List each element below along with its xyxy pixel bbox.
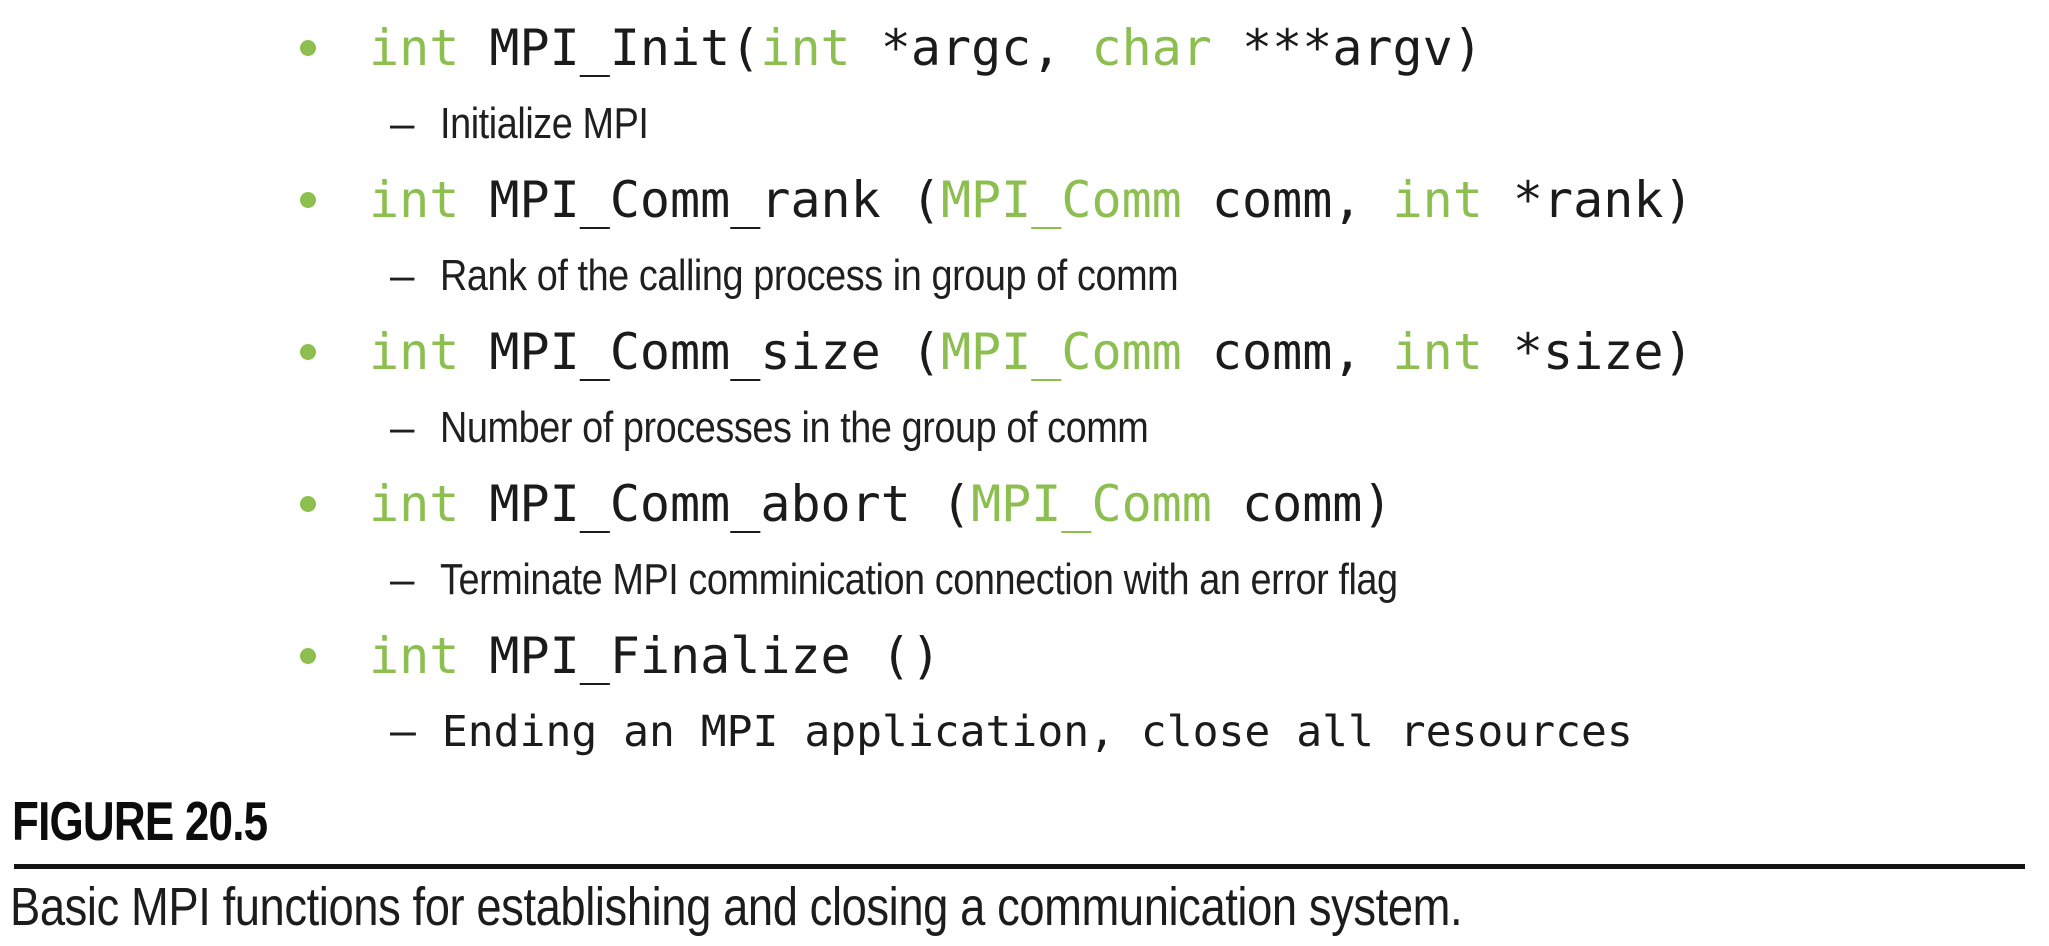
description-line: – Initialize MPI <box>0 86 2049 162</box>
code-text: int MPI_Init(int *argc, char ***argv) <box>369 23 1483 73</box>
code-segment: *size) <box>1482 323 1694 381</box>
description-line: – Ending an MPI application, close all r… <box>0 694 2049 770</box>
description-line: – Number of processes in the group of co… <box>0 390 2049 466</box>
dash-icon: – <box>390 251 415 300</box>
description-line: – Terminate MPI comminication connection… <box>0 542 2049 618</box>
code-keyword-segment: int <box>1392 171 1483 229</box>
code-keyword-segment: int <box>369 475 460 533</box>
code-segment: *rank) <box>1482 171 1694 229</box>
code-segment: MPI_Finalize () <box>459 627 941 685</box>
code-keyword-segment: MPI_Comm <box>940 171 1182 229</box>
code-keyword-segment: int <box>369 627 460 685</box>
code-segment: MPI_Comm_abort ( <box>459 475 972 533</box>
code-keyword-segment: int <box>369 323 460 381</box>
figure-label: FIGURE 20.5 <box>12 790 268 852</box>
code-line: int MPI_Comm_size (MPI_Comm comm, int *s… <box>0 314 2049 390</box>
dash-icon: – <box>390 706 416 757</box>
description-line: – Rank of the calling process in group o… <box>0 238 2049 314</box>
code-segment: ***argv) <box>1211 19 1483 77</box>
code-segment: comm) <box>1211 475 1393 533</box>
description-text: Initialize MPI <box>440 99 649 148</box>
code-text: int MPI_Comm_abort (MPI_Comm comm) <box>369 479 1393 529</box>
code-segment: comm, <box>1181 323 1393 381</box>
bullet-icon <box>300 344 316 360</box>
code-segment: MPI_Init( <box>459 19 761 77</box>
description-text: Rank of the calling process in group of … <box>440 251 1179 300</box>
dash-icon: – <box>390 403 415 452</box>
bullet-list: int MPI_Init(int *argc, char ***argv) – … <box>0 10 2049 770</box>
code-segment: MPI_Comm_rank ( <box>459 171 941 229</box>
figure-rule-divider <box>14 864 2025 869</box>
code-keyword-segment: char <box>1091 19 1212 77</box>
bullet-icon <box>300 496 316 512</box>
code-text: int MPI_Finalize () <box>369 631 941 681</box>
code-text: int MPI_Comm_size (MPI_Comm comm, int *s… <box>369 327 1694 377</box>
code-segment: comm, <box>1181 171 1393 229</box>
code-segment: MPI_Comm_size ( <box>459 323 941 381</box>
bullet-icon <box>300 40 316 56</box>
code-line: int MPI_Comm_rank (MPI_Comm comm, int *r… <box>0 162 2049 238</box>
code-keyword-segment: int <box>369 19 460 77</box>
description-text: Terminate MPI comminication connection w… <box>440 555 1399 604</box>
description-text: Ending an MPI application, close all res… <box>441 706 1633 757</box>
code-line: int MPI_Comm_abort (MPI_Comm comm) <box>0 466 2049 542</box>
code-keyword-segment: int <box>760 19 851 77</box>
dash-icon: – <box>390 99 415 148</box>
code-segment: *argc, <box>850 19 1092 77</box>
figure-caption: Basic MPI functions for establishing and… <box>10 877 1463 937</box>
bullet-icon <box>300 192 316 208</box>
code-keyword-segment: int <box>1392 323 1483 381</box>
code-text: int MPI_Comm_rank (MPI_Comm comm, int *r… <box>369 175 1694 225</box>
code-keyword-segment: int <box>369 171 460 229</box>
description-text: Number of processes in the group of comm <box>440 403 1149 452</box>
dash-icon: – <box>390 555 415 604</box>
bullet-icon <box>300 648 316 664</box>
code-line: int MPI_Finalize () <box>0 618 2049 694</box>
code-line: int MPI_Init(int *argc, char ***argv) <box>0 10 2049 86</box>
code-keyword-segment: MPI_Comm <box>971 475 1212 533</box>
code-keyword-segment: MPI_Comm <box>940 323 1182 381</box>
